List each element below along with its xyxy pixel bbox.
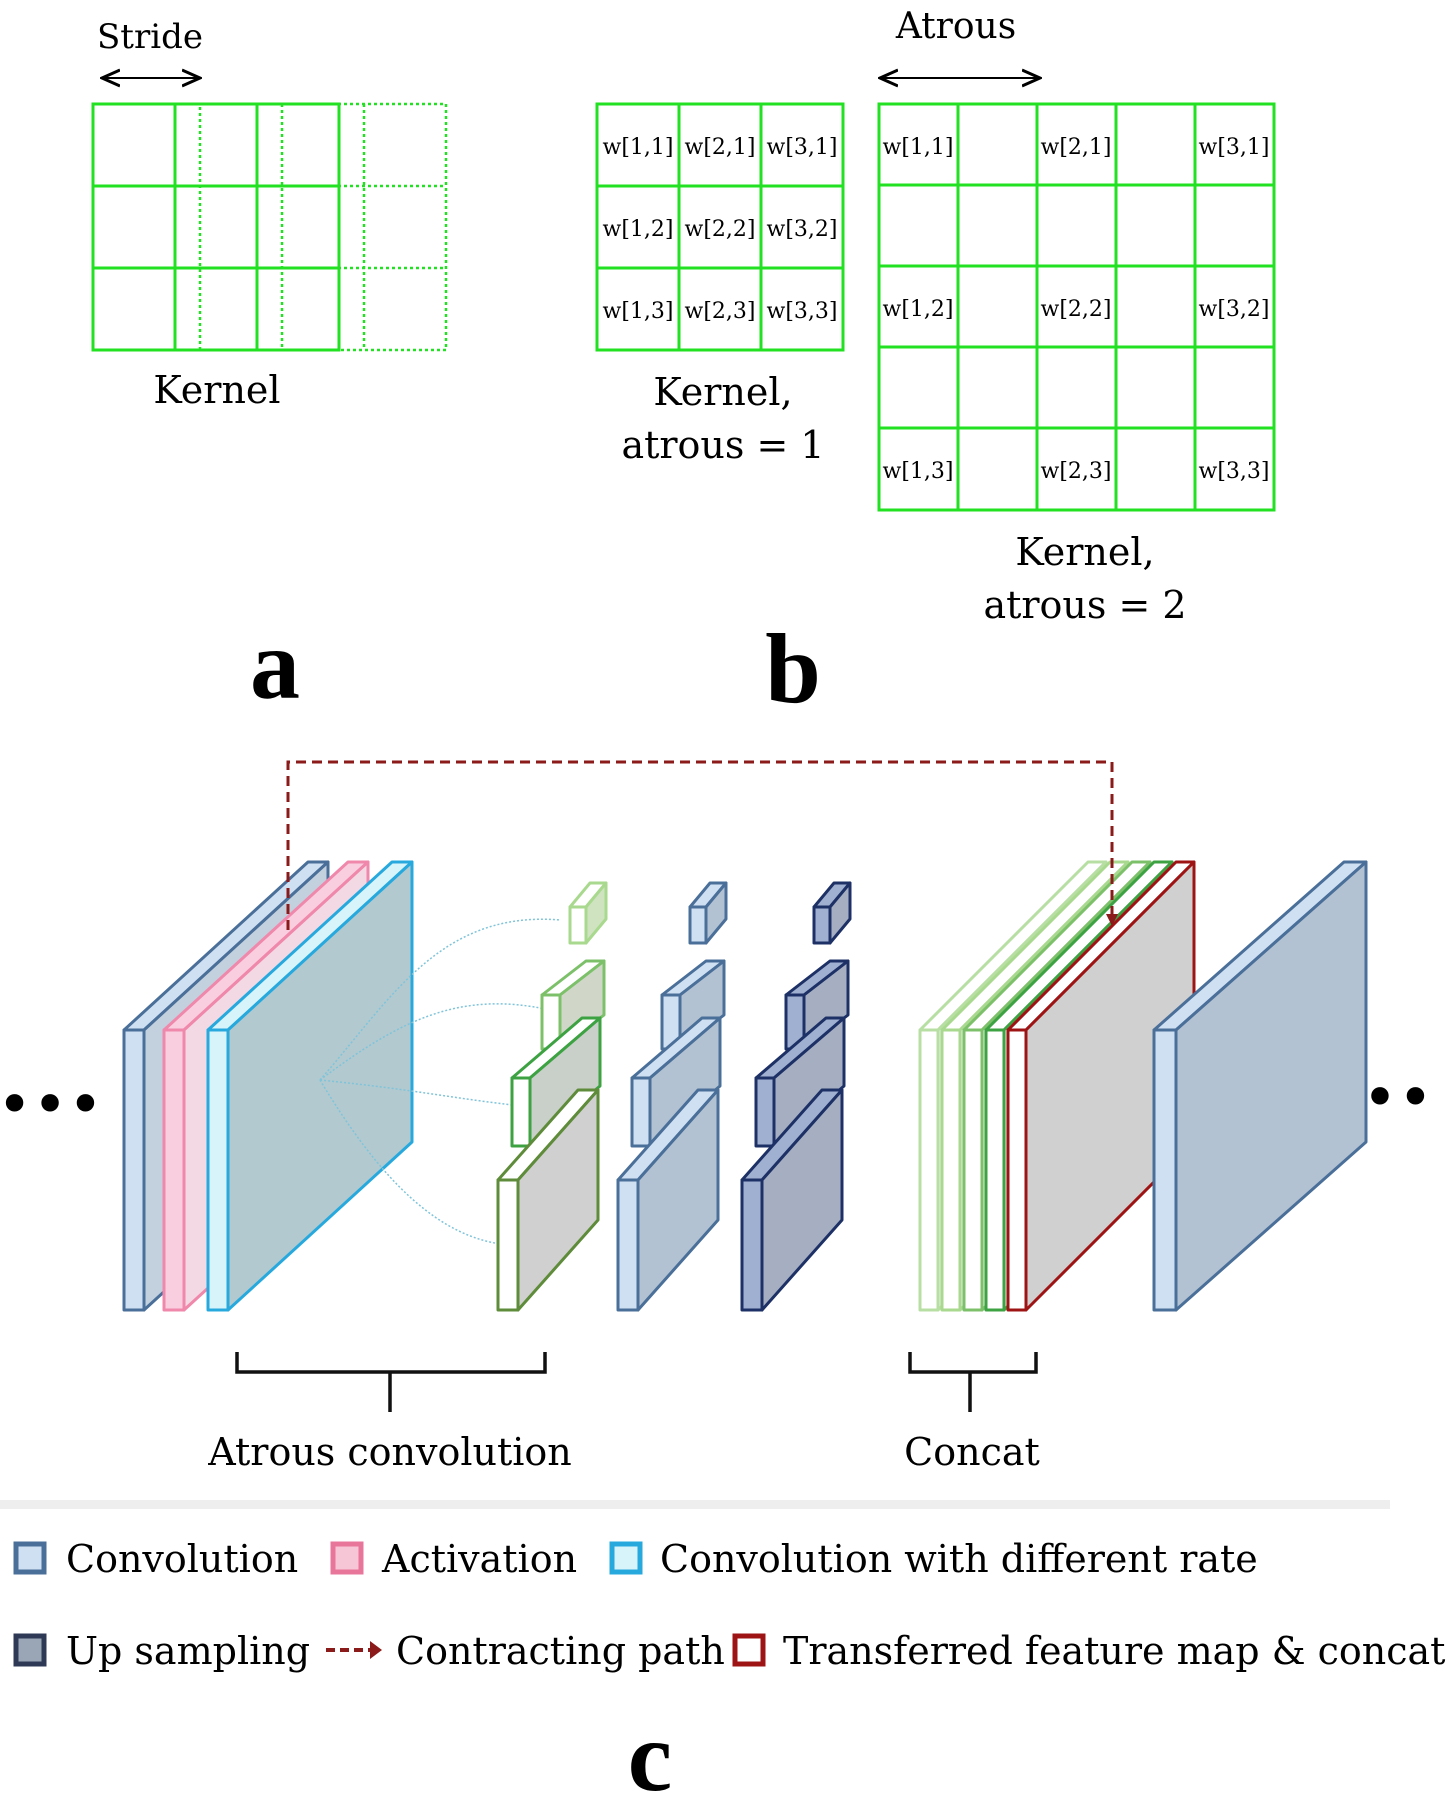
- weight-label: w[2,3]: [1041, 459, 1112, 484]
- stride-shifted-kernel: [198, 102, 448, 352]
- concat-brace-label: Concat: [904, 1430, 1040, 1474]
- kernel1-line2: atrous = 1: [621, 423, 824, 467]
- weight-label: w[3,3]: [1199, 459, 1270, 484]
- left-ellipsis: •••: [0, 1070, 103, 1140]
- kernel-atrous-2-grid: [877, 102, 1276, 512]
- kernel-atrous-1-grid: [595, 102, 845, 352]
- output-convolution-layer: [1152, 860, 1368, 1312]
- weight-label: w[1,1]: [603, 135, 674, 160]
- atrous-brace-label: Atrous convolution: [207, 1430, 572, 1474]
- atrous-branch-block: [568, 881, 608, 945]
- weight-label: w[1,3]: [603, 299, 674, 324]
- concat-stack: [918, 860, 1196, 1312]
- kernel2-line1: Kernel,: [1015, 530, 1154, 574]
- atrous-branch-block: [510, 1016, 602, 1148]
- convolution-block: [630, 1016, 722, 1148]
- legend-activation-label: Activation: [381, 1537, 577, 1581]
- weight-label: w[3,1]: [1199, 135, 1270, 160]
- weight-label: w[3,3]: [767, 299, 838, 324]
- kernel-atrous-2-weights: w[1,1] w[2,1] w[3,1] w[1,2] w[2,2] w[3,2] w[1,…: [883, 135, 1270, 484]
- weight-label: w[2,3]: [685, 299, 756, 324]
- legend-conv-rate: Convolution with different rate: [609, 1537, 1258, 1581]
- output-layer: [1152, 860, 1368, 1312]
- legend-convolution-swatch: [13, 1541, 47, 1575]
- atrous-brace: [235, 1352, 547, 1412]
- transferred-feature-layer: [1006, 860, 1196, 1312]
- kernel1-line1: Kernel,: [653, 370, 792, 414]
- legend-contracting-path: Contracting path: [326, 1629, 725, 1673]
- convolution-block: [616, 1088, 720, 1312]
- legend-transferred-swatch: [732, 1633, 766, 1667]
- weight-label: w[3,2]: [1199, 297, 1270, 322]
- legend-transferred: Transferred feature map & concat.: [732, 1629, 1447, 1673]
- panel-a: Stride Kernel a: [91, 17, 448, 720]
- legend-activation-swatch: [330, 1541, 364, 1575]
- weight-label: w[1,2]: [603, 217, 674, 242]
- panel-a-letter: a: [250, 609, 300, 720]
- weight-label: w[2,1]: [685, 135, 756, 160]
- legend-conv-rate-label: Convolution with different rate: [660, 1537, 1258, 1581]
- convolution-rate-layer: [206, 860, 414, 1312]
- up-sampling-block: [740, 1088, 844, 1312]
- weight-label: w[1,1]: [883, 135, 954, 160]
- weight-label: w[3,2]: [767, 217, 838, 242]
- stride-label: Stride: [97, 17, 203, 57]
- weight-label: w[2,2]: [1041, 297, 1112, 322]
- kernel-label: Kernel: [153, 368, 280, 412]
- atrous-branch-block: [496, 1088, 600, 1312]
- legend-conv-rate-swatch: [609, 1541, 643, 1575]
- kernel2-line2: atrous = 2: [983, 583, 1186, 627]
- atrous-input-stack: [122, 860, 414, 1312]
- legend-up-sampling: Up sampling: [13, 1629, 310, 1673]
- atrous-label: Atrous: [895, 6, 1016, 47]
- contracting-path-arrow: [286, 760, 1118, 930]
- legend-convolution-label: Convolution: [66, 1537, 298, 1581]
- legend-up-sampling-label: Up sampling: [66, 1629, 310, 1673]
- convolution-block: [688, 881, 728, 945]
- concat-brace: [908, 1352, 1038, 1412]
- weight-label: w[1,2]: [883, 297, 954, 322]
- weight-label: w[1,3]: [883, 459, 954, 484]
- legend: Convolution Activation Convolution with …: [13, 1537, 1447, 1673]
- weight-label: w[3,1]: [767, 135, 838, 160]
- weight-label: w[2,2]: [685, 217, 756, 242]
- legend-up-sampling-swatch: [13, 1633, 47, 1667]
- legend-contracting-path-label: Contracting path: [396, 1629, 725, 1673]
- stride-kernel-grid: [91, 102, 341, 352]
- legend-transferred-label: Transferred feature map & concat.: [783, 1629, 1447, 1673]
- weight-label: w[2,1]: [1041, 135, 1112, 160]
- panel-b: Atrous w[1,1] w[2,1] w[3,1] w[1,2] w[2,2] w[3…: [595, 6, 1276, 724]
- panel-b-letter: b: [765, 613, 821, 724]
- panel-c-letter: c: [628, 1701, 672, 1800]
- panel-c: ••• ••• Atrous convolution Concat Convol…: [0, 760, 1447, 1800]
- up-sampling-block: [812, 881, 852, 945]
- legend-separator: [0, 1500, 1390, 1509]
- legend-activation: Activation: [330, 1537, 577, 1581]
- atrous-branches: [496, 881, 852, 1312]
- legend-convolution: Convolution: [13, 1537, 298, 1581]
- up-sampling-block: [754, 1016, 846, 1148]
- legend-arrowhead-icon: [370, 1641, 382, 1659]
- kernel-atrous-1-weights: w[1,1] w[2,1] w[3,1] w[1,2] w[2,2] w[3,2] w[1,…: [603, 135, 838, 324]
